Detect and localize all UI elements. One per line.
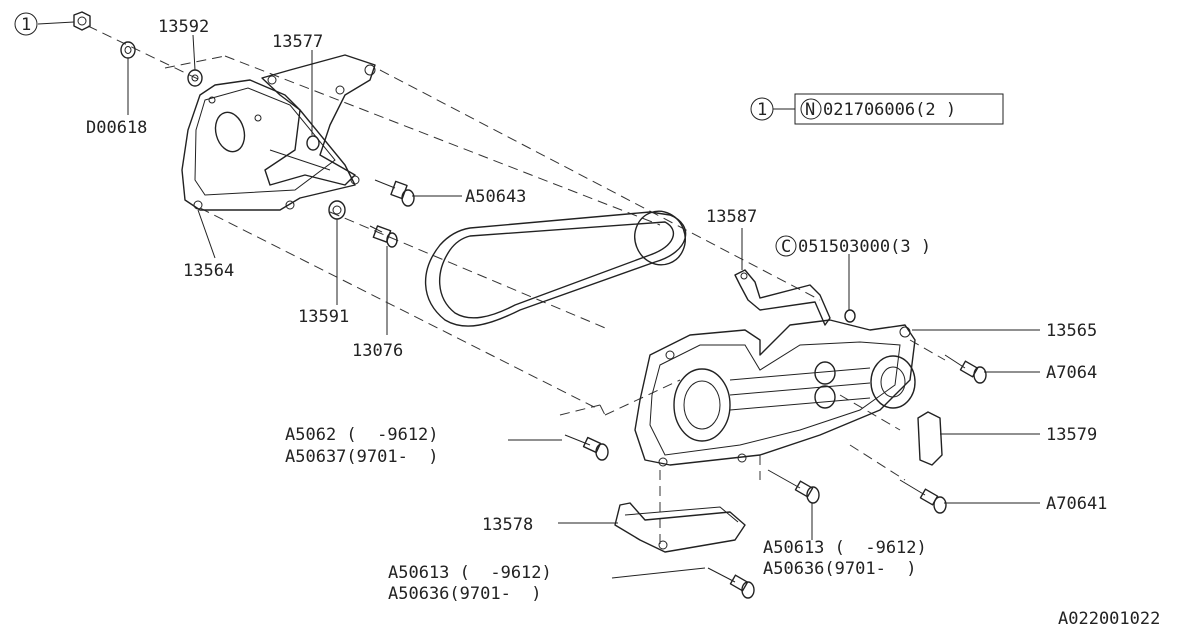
label-a50636-right: A50636(9701- ) [763, 559, 917, 579]
index-marker-left-text: 1 [21, 15, 31, 35]
bolt-a5062 [564, 434, 609, 461]
gasket-13587 [734, 269, 831, 326]
label-13587: 13587 [706, 207, 757, 227]
note-symbol: N [805, 100, 815, 120]
label-13578: 13578 [482, 515, 533, 535]
bolt-a50643 [374, 179, 415, 207]
index-marker-left: 1 [14, 12, 38, 36]
front-cover-13565 [634, 319, 916, 467]
label-a50637: A50637(9701- ) [285, 447, 439, 467]
note-text: 021706006(2 ) [823, 100, 956, 120]
leader-lines [37, 21, 1040, 579]
note-box: 1 N 021706006(2 ) [750, 93, 1004, 125]
bracket-13578 [614, 502, 746, 553]
note-index: 1 [757, 100, 767, 120]
timing-belt [424, 210, 687, 327]
c-note-symbol: C [781, 237, 791, 257]
bolt-a50613-right [767, 469, 820, 504]
label-a50613-right: A50613 ( -9612) [763, 538, 927, 558]
c-note: C 051503000(3 ) [775, 235, 931, 257]
washer-d00618 [120, 41, 136, 59]
label-a7064: A7064 [1046, 363, 1097, 383]
label-13076: 13076 [352, 341, 403, 361]
label-a50636-bottom: A50636(9701- ) [388, 584, 542, 604]
figure-id: A022001022 [1058, 609, 1160, 629]
rear-cover-13564 [181, 79, 360, 211]
plug-13579 [917, 411, 943, 466]
clip-051503000 [844, 309, 856, 323]
label-13579: 13579 [1046, 425, 1097, 445]
bracket-13577 [261, 54, 376, 186]
assembly-dashed-lines [87, 25, 946, 545]
bolt-a50613-bottom [707, 567, 755, 599]
callout-labels: 13592 D00618 13577 A50643 13564 13591 13… [86, 17, 1160, 629]
label-13577: 13577 [272, 32, 323, 52]
stud-13076 [369, 225, 398, 248]
label-13565: 13565 [1046, 321, 1097, 341]
bolt-a70641 [899, 479, 947, 514]
c-note-text: 051503000(3 ) [798, 237, 931, 257]
label-a5062: A5062 ( -9612) [285, 425, 439, 445]
bolt-a7064 [944, 354, 987, 384]
label-a50613-bottom: A50613 ( -9612) [388, 563, 552, 583]
label-a50643: A50643 [465, 187, 526, 207]
spacer-13591 [328, 200, 346, 220]
label-a70641: A70641 [1046, 494, 1107, 514]
label-13564: 13564 [183, 261, 234, 281]
nut-part [73, 11, 91, 31]
label-d00618: D00618 [86, 118, 147, 138]
label-13592: 13592 [158, 17, 209, 37]
label-13591: 13591 [298, 307, 349, 327]
